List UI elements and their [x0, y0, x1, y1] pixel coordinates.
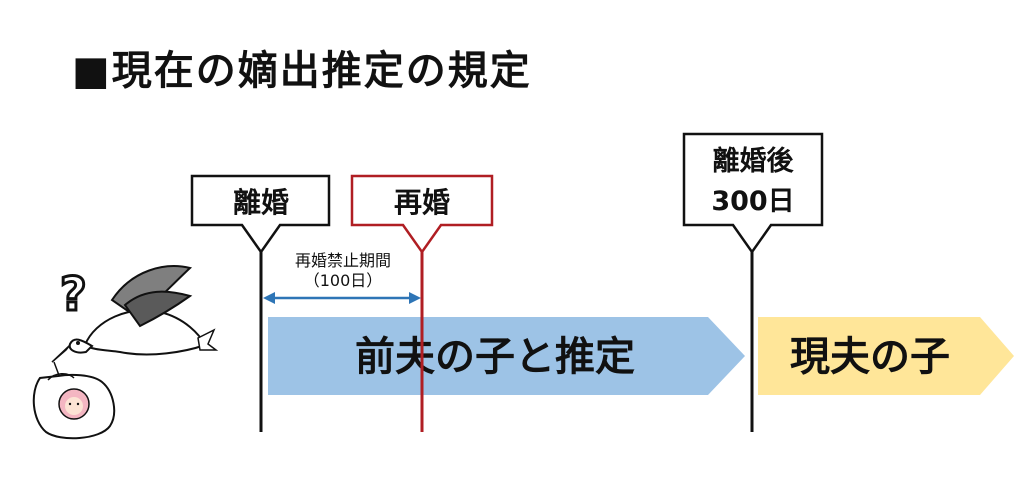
page-title: ■現在の嫡出推定の規定	[72, 48, 532, 94]
current-husband-arrow-label: 現夫の子	[790, 334, 950, 380]
former-husband-arrow-label: 前夫の子と推定	[355, 334, 635, 380]
after300-label-line1: 離婚後	[713, 145, 795, 177]
ban-period-days: （100日）	[304, 271, 383, 290]
former-husband-arrow	[268, 317, 745, 395]
current-husband-arrow	[758, 317, 1014, 395]
divorce-label: 離婚	[233, 186, 289, 219]
remarriage-callout	[350, 174, 494, 255]
span-arrowhead-left	[263, 292, 275, 304]
question-mark: ?	[60, 267, 87, 321]
remarriage-label: 再婚	[394, 186, 450, 219]
ban-period-label: 再婚禁止期間	[295, 251, 391, 270]
divorce-callout	[190, 174, 331, 255]
after300-label-line2: 300日	[711, 186, 794, 217]
stork-illustration: ?	[32, 265, 219, 440]
after300-callout	[682, 132, 824, 255]
span-arrowhead-right	[409, 292, 421, 304]
